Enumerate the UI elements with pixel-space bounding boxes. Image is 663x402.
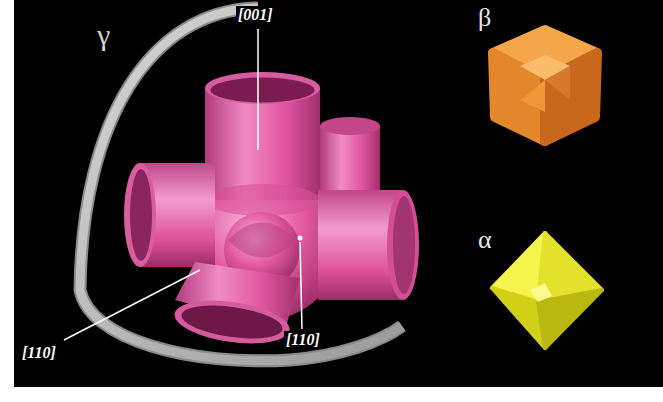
direction-label: [110] [20, 344, 58, 362]
angle-band [80, 8, 402, 361]
direction-label: [001] [236, 6, 275, 24]
phase-label: β [476, 4, 493, 33]
phase-label: γ [95, 18, 112, 51]
beta-shape [493, 30, 597, 141]
direction-label: [110] [284, 331, 322, 349]
alpha-shape [492, 233, 602, 348]
leader-lines [64, 29, 302, 340]
phase-label: α [476, 226, 494, 255]
gamma-shape [124, 72, 419, 350]
